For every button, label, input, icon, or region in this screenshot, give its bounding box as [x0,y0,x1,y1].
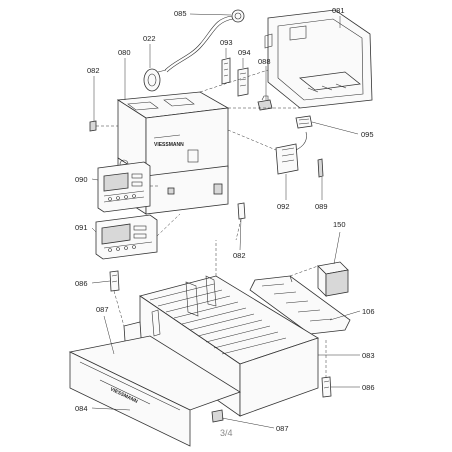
part-081-back-panel [264,9,373,109]
label-106: 106 [362,307,375,316]
label-086-right: 086 [362,383,375,392]
leader-lines [91,13,361,429]
label-085: 085 [174,9,187,18]
label-082-top: 082 [87,66,100,75]
label-083: 083 [362,351,375,360]
part-082-clip-right [237,202,246,220]
label-093: 093 [220,38,233,47]
page-number: 3/4 [220,428,233,438]
label-080: 080 [118,48,131,57]
label-081: 081 [332,6,345,15]
part-022-sensor [143,68,167,92]
label-094: 094 [238,48,251,57]
part-095-connector [295,115,313,129]
part-labels: 085 081 022 093 094 080 088 082 095 090 … [75,6,375,438]
label-087-lower: 087 [276,424,289,433]
part-088-connector [257,95,273,111]
label-090: 090 [75,175,88,184]
assembly-lines [96,69,327,378]
part-086-clip-right [321,376,332,398]
part-084-front-cover: VIESSMANN [68,335,241,447]
label-086-left: 086 [75,279,88,288]
label-088: 088 [258,57,271,66]
part-090-programming-unit [97,161,151,213]
part-082-clip-left [89,120,97,132]
label-089: 089 [315,202,328,211]
label-091: 091 [75,223,88,232]
part-094-module [237,67,249,97]
label-084: 084 [75,404,88,413]
label-095: 095 [361,130,374,139]
part-150-box [317,261,349,297]
part-085-connector [164,9,245,73]
part-086-clip-left [109,270,120,292]
label-022: 022 [143,34,156,43]
part-093-module [221,57,231,85]
svg-text:VIESSMANN: VIESSMANN [154,142,184,148]
label-087-upper: 087 [96,305,109,314]
part-092-bracket [275,131,307,175]
label-092: 092 [277,202,290,211]
part-087-clip-lower [211,409,224,423]
label-082-mid: 082 [233,251,246,260]
part-091-programming-unit [95,214,158,260]
label-150: 150 [333,220,346,229]
part-089-fuse [317,158,324,178]
